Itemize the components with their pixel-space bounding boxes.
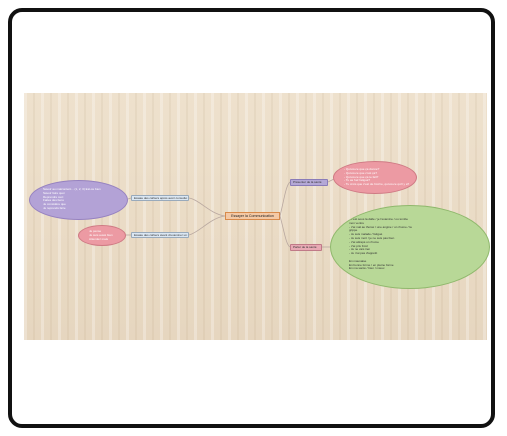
connector-center-right-bottom	[279, 215, 291, 248]
branch-right-bottom[interactable]: Parler de la santé	[290, 244, 322, 251]
connector-center-left-top	[188, 197, 226, 217]
connector-center-right-top	[279, 181, 291, 217]
center-topic[interactable]: Essayer la Communication	[225, 212, 280, 220]
detail-right-bottom[interactable]: - Il est sous la dalle / je l'examine / …	[330, 205, 490, 289]
connector-left-top-ellipse	[127, 197, 132, 200]
connector-center-left-bottom	[188, 215, 226, 236]
detail-left-top[interactable]: Savoir au malcontent... (1, 2, 3) Est-ce…	[29, 180, 128, 220]
detail-left-bottom[interactable]: Je pense Je suis aussi bien Attendez mai…	[78, 225, 126, 246]
branch-left-top[interactable]: Essaie des cahiers après avoir consulté …	[131, 195, 189, 201]
detail-right-top[interactable]: - Qu'est-ce que ça donne? - Qu'est-ce qu…	[333, 161, 417, 194]
branch-right-top[interactable]: Présenter de la santé	[290, 179, 328, 186]
branch-left-bottom[interactable]: Essaie des cahiers avant d'examiner un m…	[131, 232, 189, 238]
